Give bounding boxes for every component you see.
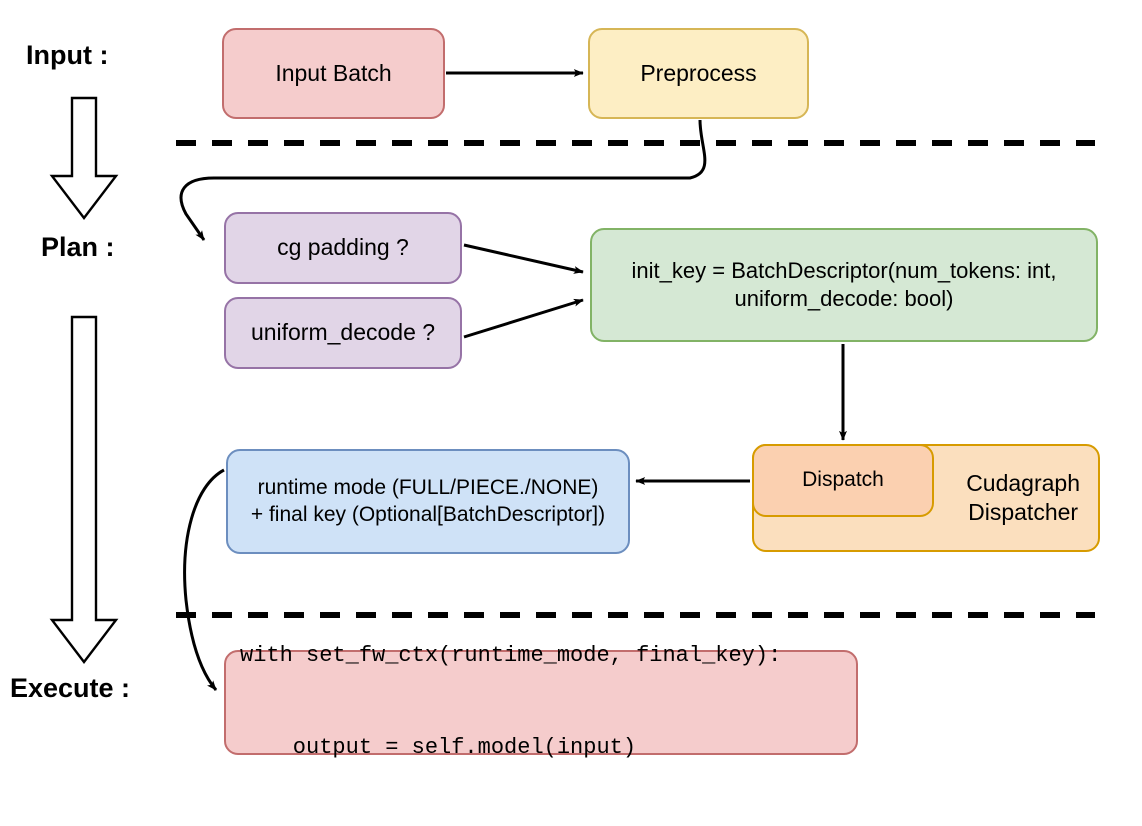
node-preprocess-label: Preprocess bbox=[640, 59, 757, 86]
stage-label-plan: Plan : bbox=[41, 232, 115, 262]
edge-runtime-mode-to-code bbox=[183, 468, 225, 691]
stage-label-input: Input : bbox=[26, 40, 109, 70]
node-dispatch[interactable]: Dispatch bbox=[752, 444, 934, 517]
code-line-2: output = self.model(input) bbox=[240, 735, 637, 761]
diagram-canvas: Input : Plan : Execute : Input Batch Pre… bbox=[10, 28, 1100, 761]
node-code-block[interactable]: with set_fw_ctx(runtime_mode, final_key)… bbox=[224, 643, 858, 760]
node-init-key-line1: init_key = BatchDescriptor(num_tokens: i… bbox=[631, 257, 1057, 283]
node-input-batch-label: Input Batch bbox=[275, 59, 392, 86]
node-preprocess[interactable]: Preprocess bbox=[588, 28, 809, 119]
node-cg-padding[interactable]: cg padding ? bbox=[224, 212, 462, 284]
node-init-key-line2: uniform_decode: bool) bbox=[734, 286, 954, 311]
node-uniform-decode[interactable]: uniform_decode ? bbox=[224, 297, 462, 369]
edge-uniform-decode-to-init-key bbox=[463, 298, 584, 339]
node-uniform-decode-label: uniform_decode ? bbox=[250, 319, 436, 346]
node-cudagraph-dispatcher-line2: Dispatcher bbox=[968, 499, 1079, 525]
edge-cg-padding-to-init-key bbox=[463, 243, 584, 274]
node-runtime-mode-line2: + final key (Optional[BatchDescriptor]) bbox=[250, 502, 606, 526]
node-dispatch-label: Dispatch bbox=[802, 468, 884, 492]
stage-label-execute: Execute : bbox=[10, 673, 131, 703]
code-line-1: with set_fw_ctx(runtime_mode, final_key)… bbox=[240, 642, 782, 668]
node-init-key[interactable]: init_key = BatchDescriptor(num_tokens: i… bbox=[590, 228, 1098, 342]
stage-arrow-plan-to-execute bbox=[49, 315, 119, 664]
node-runtime-mode-line1: runtime mode (FULL/PIECE./NONE) bbox=[257, 475, 599, 499]
node-cg-padding-label: cg padding ? bbox=[277, 234, 409, 261]
stage-arrow-input-to-plan bbox=[49, 96, 119, 220]
node-input-batch[interactable]: Input Batch bbox=[222, 28, 445, 119]
node-cudagraph-dispatcher-line1: Cudagraph bbox=[966, 469, 1080, 496]
node-runtime-mode[interactable]: runtime mode (FULL/PIECE./NONE) + final … bbox=[226, 449, 630, 554]
